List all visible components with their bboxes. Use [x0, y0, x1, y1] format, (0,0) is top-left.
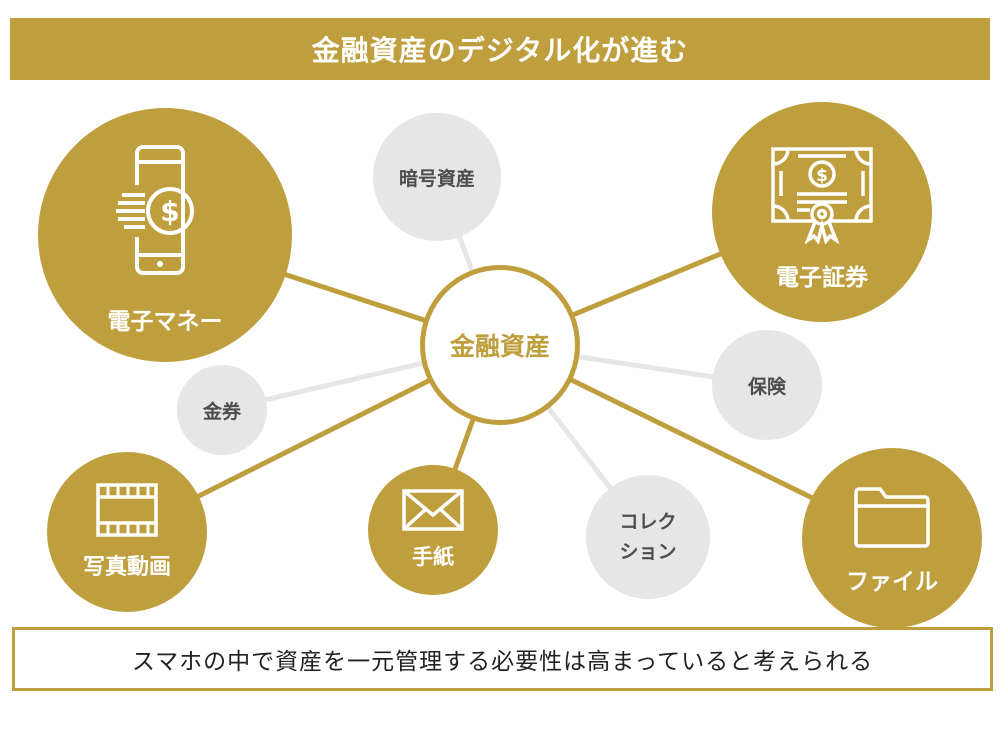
conclusion-box: スマホの中で資産を一元管理する必要性は高まっていると考えられる	[12, 627, 993, 691]
folder-icon	[854, 487, 930, 548]
node-label: ファイル	[846, 569, 938, 595]
svg-text:$: $	[816, 166, 828, 186]
diagram-title: 金融資産のデジタル化が進む	[10, 18, 990, 80]
node-letter: 手紙	[368, 465, 498, 595]
node-label: 手紙	[412, 545, 454, 569]
node-label-line-1: コレク	[619, 511, 677, 533]
node-collection: コレク ション	[586, 475, 710, 599]
node-voucher: 金券	[177, 365, 267, 455]
node-e-securities: $ 電子証券	[712, 102, 932, 322]
node-label: 金券	[202, 400, 241, 423]
svg-text:$: $	[160, 195, 179, 228]
conclusion-text: スマホの中で資産を一元管理する必要性は高まっていると考えられる	[131, 649, 874, 675]
certificate-icon: $	[771, 147, 873, 244]
center-label: 金融資産	[449, 332, 550, 361]
node-crypto: 暗号資産	[373, 113, 501, 241]
node-label: 電子証券	[776, 265, 868, 291]
smartphone-dollar-icon: $	[116, 144, 194, 275]
node-label: 写真動画	[82, 555, 171, 580]
envelope-icon	[402, 489, 464, 531]
node-e-money: $ 電子マネー	[38, 108, 292, 362]
node-label: 保険	[747, 375, 786, 398]
node-center-financial-assets: 金融資産	[420, 265, 580, 425]
node-insurance: 保険	[712, 330, 822, 440]
node-label-line-2: ション	[619, 541, 677, 563]
film-strip-icon	[96, 483, 158, 537]
node-label: 電子マネー	[107, 308, 223, 335]
node-photo-video: 写真動画	[47, 452, 207, 612]
node-label: 暗号資産	[398, 167, 475, 190]
node-file: ファイル	[802, 448, 982, 628]
